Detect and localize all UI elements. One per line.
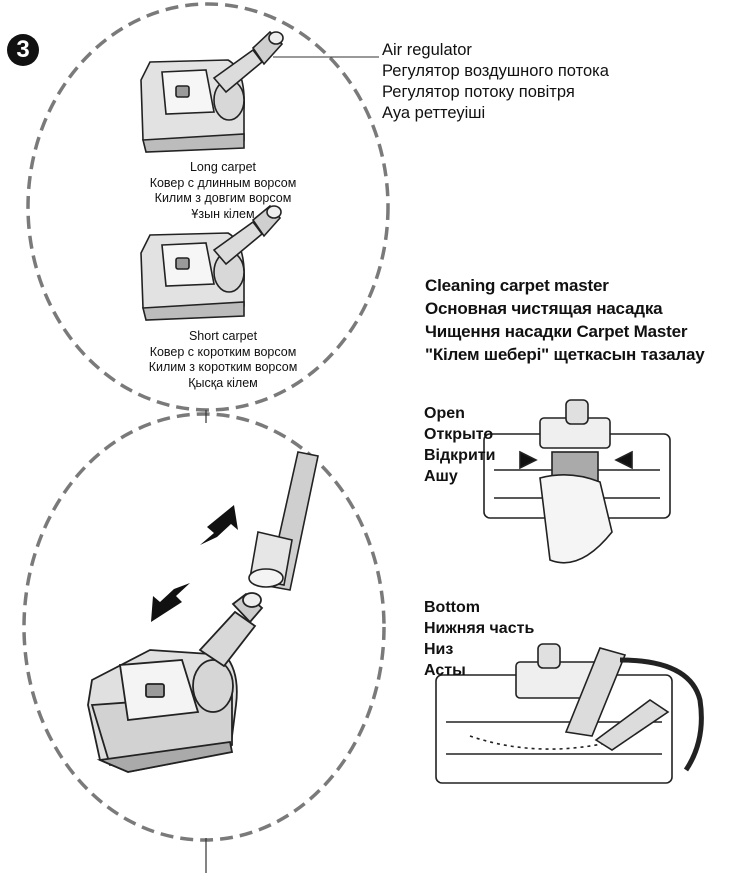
short-carpet-line-en: Short carpet (188, 329, 258, 343)
nozzle-bottom-illustration (435, 643, 704, 784)
open-label-line-kk: Ашу (424, 468, 458, 485)
bottom-label-line-ru: Нижняя часть (424, 620, 535, 637)
short-carpet-line-uk: Килим з коротким ворсом (148, 360, 298, 374)
nozzle-short-carpet-illustration (140, 204, 282, 321)
air-regulator-line-uk: Регулятор потоку повітря (382, 83, 575, 101)
short-carpet-line-ru: Ковер с коротким ворсом (149, 344, 297, 359)
air-regulator-line-ru: Регулятор воздушного потока (382, 62, 609, 80)
bottom-label-line-kk: Асты (424, 662, 466, 679)
open-label-line-uk: Відкрити (424, 447, 496, 464)
cleaning-heading-line-en: Cleaning carpet master (425, 276, 609, 295)
long-carpet-line-uk: Килим з довгим ворсом (154, 191, 292, 205)
short-carpet-line-kk: Қысқа кілем (188, 375, 258, 390)
bottom-label: Bottom Нижняя часть Низ Асты (424, 597, 534, 681)
air-regulator-line-en: Air regulator (382, 41, 472, 59)
arrow-down-icon (151, 583, 190, 622)
lower-dashed-circle (22, 412, 386, 842)
long-carpet-line-kk: Ұзын кілем (191, 206, 255, 221)
bottom-label-line-uk: Низ (424, 641, 454, 658)
cleaning-heading-line-kk: "Кілем шебері" щеткасын тазалау (425, 345, 705, 364)
open-label: Open Открыто Відкрити Ашу (424, 403, 495, 487)
long-carpet-caption: Long carpet Ковер с длинным ворсом Килим… (128, 160, 318, 222)
arrow-up-icon (200, 505, 238, 545)
open-latch-illustration (483, 399, 671, 564)
long-carpet-line-ru: Ковер с длинным ворсом (149, 175, 297, 190)
cleaning-heading-line-uk: Чищення насадки Carpet Master (425, 322, 688, 341)
open-label-line-ru: Открыто (424, 426, 494, 443)
air-regulator-line-kk: Ауа реттеуіші (382, 104, 486, 122)
open-label-line-en: Open (424, 405, 465, 422)
nozzle-long-carpet-illustration (140, 30, 284, 153)
wand-tube-illustration (248, 451, 319, 591)
upper-dashed-circle (26, 2, 390, 412)
cleaning-heading: Cleaning carpet master Основная чистящая… (425, 274, 705, 366)
air-regulator-label: Air regulator Регулятор воздушного поток… (382, 40, 609, 124)
long-carpet-line-en: Long carpet (189, 160, 257, 174)
step-number-badge: 3 (7, 34, 39, 66)
short-carpet-caption: Short carpet Ковер с коротким ворсом Кил… (128, 329, 318, 391)
cleaning-heading-line-ru: Основная чистящая насадка (425, 299, 663, 318)
nozzle-large-illustration (87, 592, 264, 773)
bottom-label-line-en: Bottom (424, 599, 480, 616)
